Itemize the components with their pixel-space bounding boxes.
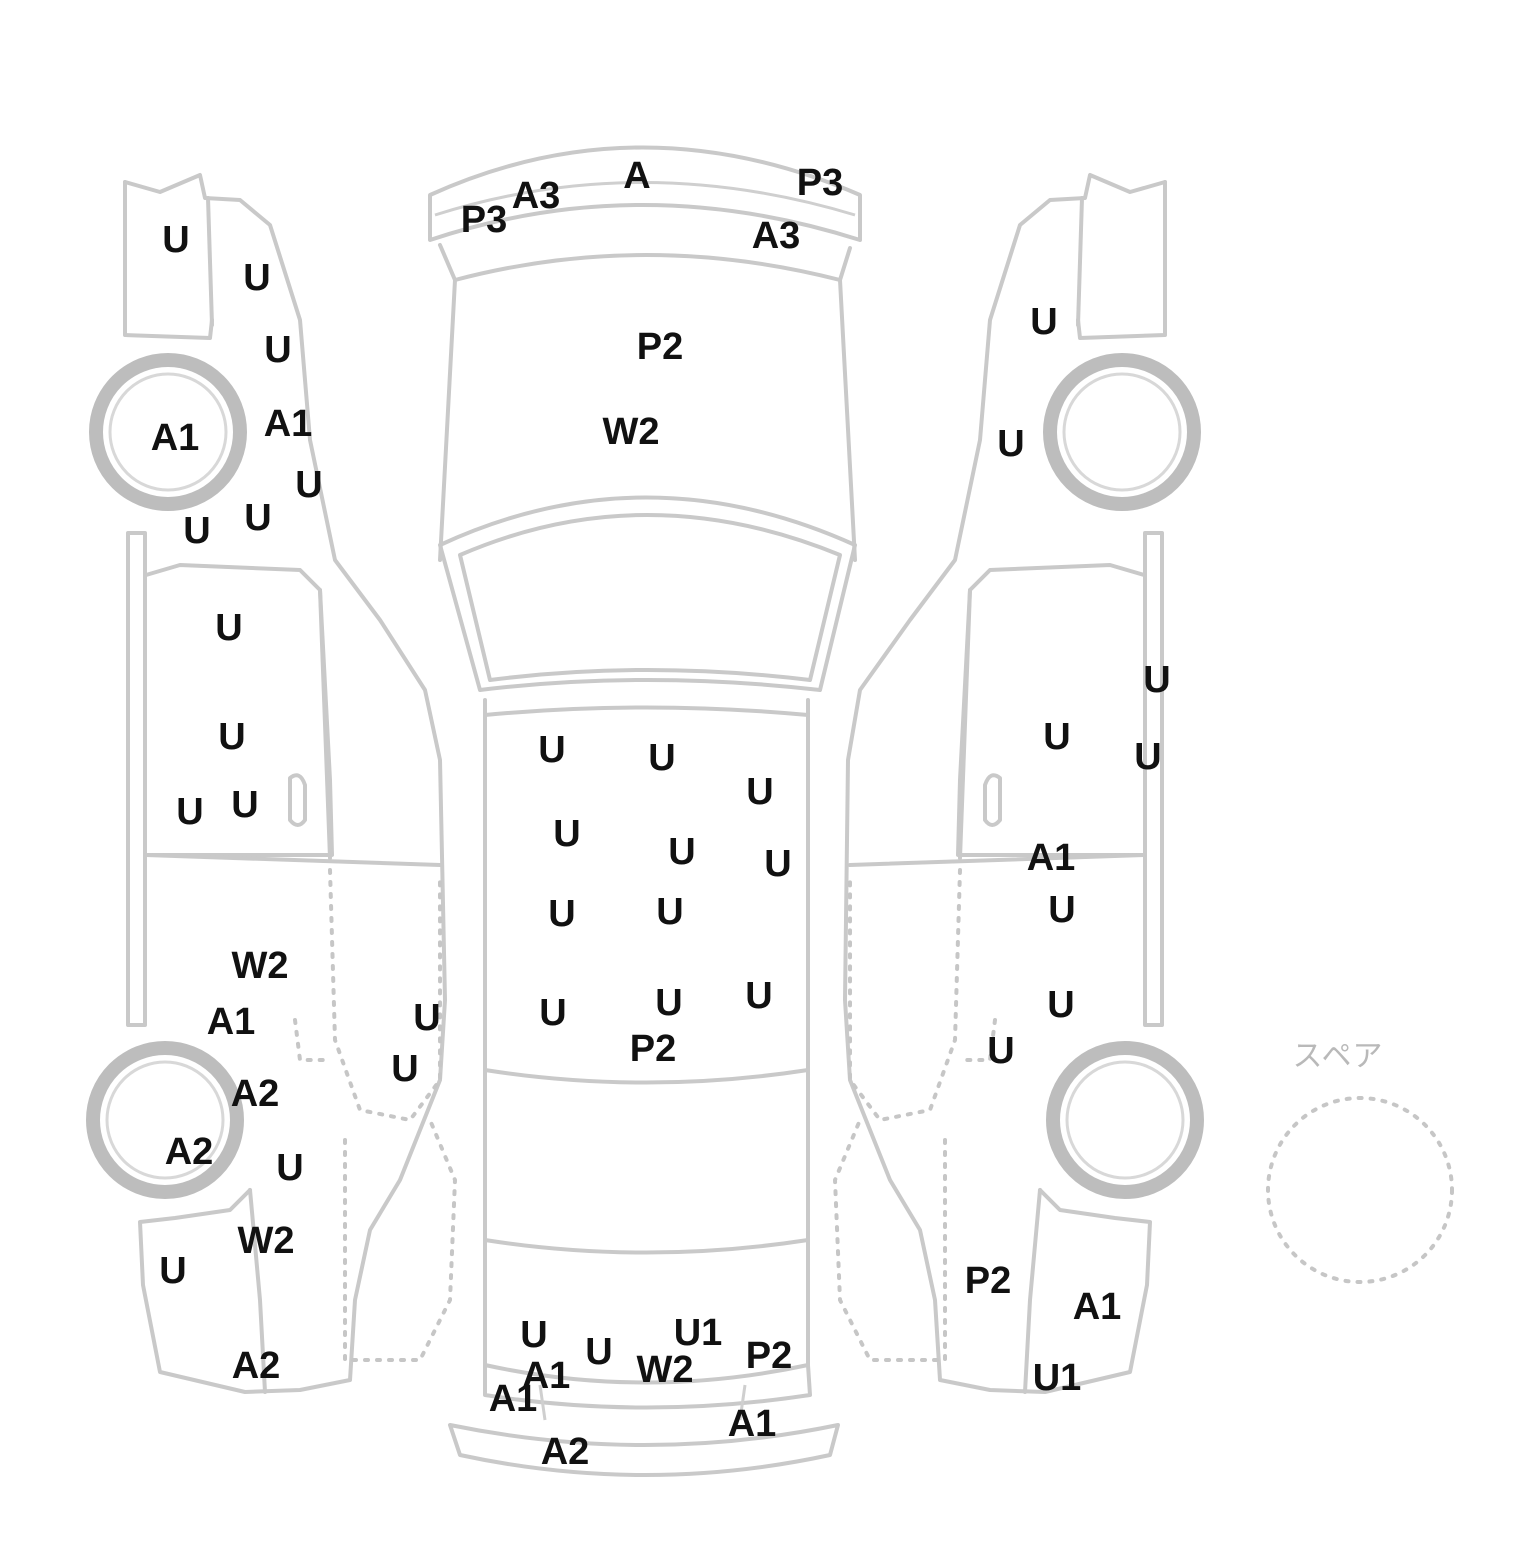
- damage-code: U: [745, 975, 773, 1017]
- damage-code: U: [244, 497, 272, 539]
- damage-code: U: [764, 843, 792, 885]
- damage-code: W2: [231, 945, 289, 987]
- damage-code: U: [1134, 736, 1162, 778]
- damage-code: U: [539, 992, 567, 1034]
- damage-code: U: [162, 219, 190, 261]
- left-side-view: [86, 173, 458, 1394]
- damage-code: U: [655, 982, 683, 1024]
- damage-code: A1: [521, 1355, 571, 1397]
- damage-code: A1: [206, 1001, 256, 1043]
- damage-code: U: [656, 891, 684, 933]
- damage-code: A1: [263, 403, 313, 445]
- damage-code: U: [218, 716, 246, 758]
- damage-code: U: [668, 831, 696, 873]
- damage-code: U: [1030, 301, 1058, 343]
- top-view: [428, 145, 862, 1477]
- damage-code: A3: [751, 215, 801, 257]
- damage-code: A1: [150, 417, 200, 459]
- damage-code: U: [183, 510, 211, 552]
- damage-code: U: [746, 771, 774, 813]
- spare-tire: [1266, 1096, 1454, 1284]
- damage-code: U: [997, 423, 1025, 465]
- damage-code: A2: [230, 1073, 280, 1115]
- damage-code: U: [231, 784, 259, 826]
- damage-code: U1: [1032, 1357, 1082, 1399]
- damage-code: P3: [796, 162, 844, 204]
- damage-code: U: [987, 1030, 1015, 1072]
- right-side-view: [832, 173, 1204, 1394]
- damage-code: U: [159, 1250, 187, 1292]
- damage-code: A1: [727, 1403, 777, 1445]
- damage-code: P2: [745, 1335, 793, 1377]
- damage-code: A3: [511, 175, 561, 217]
- damage-code: A2: [231, 1345, 281, 1387]
- damage-code: W2: [636, 1349, 694, 1391]
- damage-code: W2: [237, 1220, 295, 1262]
- damage-code: U: [215, 607, 243, 649]
- damage-code: U: [520, 1314, 548, 1356]
- damage-code: U: [1048, 889, 1076, 931]
- damage-code: U: [585, 1331, 613, 1373]
- damage-code: U: [1043, 716, 1071, 758]
- damage-code: P2: [636, 326, 684, 368]
- damage-code: U: [1143, 659, 1171, 701]
- damage-code: U: [553, 813, 581, 855]
- damage-code: U: [391, 1048, 419, 1090]
- damage-code: A2: [164, 1131, 214, 1173]
- damage-code: U: [413, 997, 441, 1039]
- damage-code: U1: [673, 1312, 723, 1354]
- damage-code: U: [548, 893, 576, 935]
- damage-code: U: [1047, 984, 1075, 1026]
- spare-tire-label: スペア: [1292, 1039, 1384, 1074]
- damage-code: U: [264, 329, 292, 371]
- damage-code: A1: [488, 1378, 538, 1420]
- damage-code: U: [538, 729, 566, 771]
- damage-code: A2: [540, 1431, 590, 1473]
- damage-code: P2: [629, 1028, 677, 1070]
- damage-code: U: [648, 737, 676, 779]
- damage-code: U: [176, 791, 204, 833]
- damage-code: U: [295, 464, 323, 506]
- damage-code: W2: [602, 411, 660, 453]
- damage-code: U: [243, 257, 271, 299]
- damage-code: A1: [1026, 837, 1076, 879]
- damage-code: U: [276, 1147, 304, 1189]
- damage-code: P2: [964, 1260, 1012, 1302]
- damage-code: A: [623, 155, 651, 197]
- damage-code: P3: [460, 199, 508, 241]
- damage-code: A1: [1072, 1286, 1122, 1328]
